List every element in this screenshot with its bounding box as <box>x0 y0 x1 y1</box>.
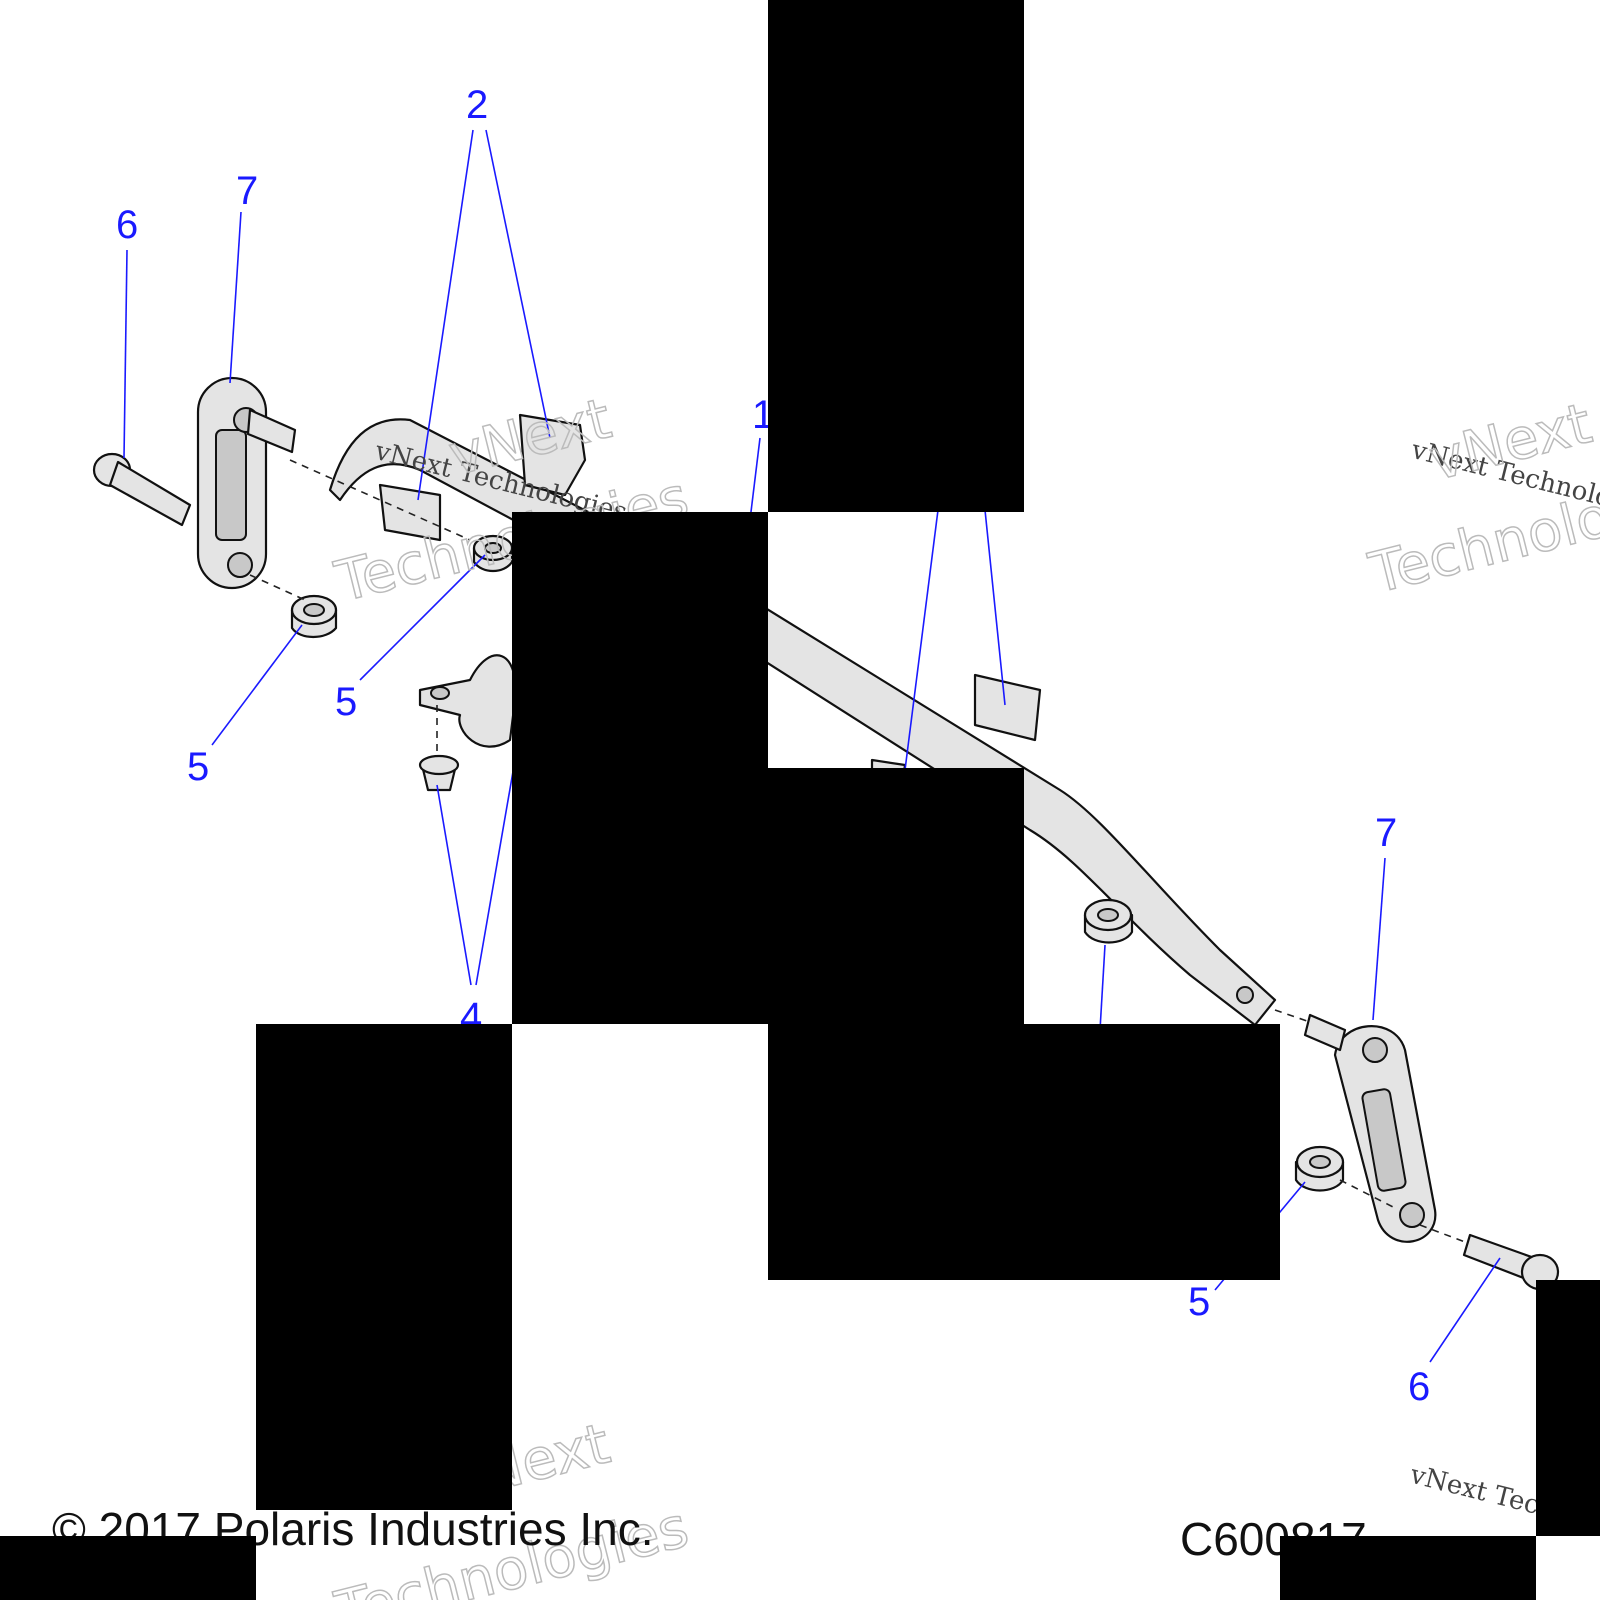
callout-7-left: 7 <box>236 169 258 213</box>
bolt-left <box>92 452 192 527</box>
callout-5-left: 5 <box>187 745 209 789</box>
nut-left-b <box>472 534 514 573</box>
callout-6-right: 6 <box>1408 1365 1430 1409</box>
nut-right-a <box>1083 898 1134 944</box>
leader-lines <box>123 129 1501 1363</box>
flange-nut <box>418 754 460 792</box>
callout-6-left: 6 <box>116 203 138 247</box>
callout-5-mid: 5 <box>335 680 357 724</box>
clamp-bracket <box>418 654 517 748</box>
assembly-lines <box>249 459 1466 1243</box>
callout-7-right: 7 <box>1375 811 1397 855</box>
callout-5-right: 5 <box>1188 1280 1210 1324</box>
link-right <box>1303 1013 1437 1243</box>
link-left <box>196 376 297 590</box>
nut-left-a <box>290 594 338 639</box>
nut-right-b <box>1294 1145 1345 1192</box>
callout-2: 2 <box>466 83 488 127</box>
stabilizer-bar <box>328 418 1277 1027</box>
